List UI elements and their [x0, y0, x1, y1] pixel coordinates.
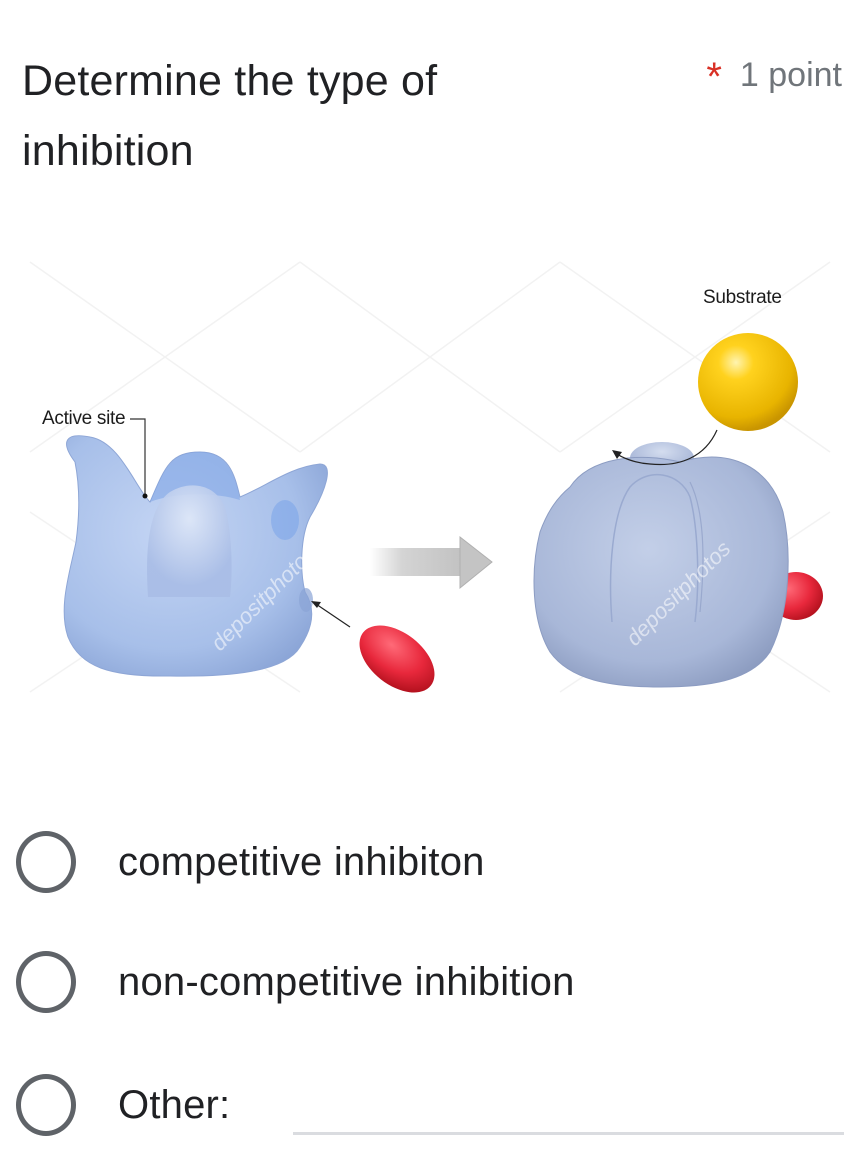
substrate-molecule	[698, 333, 798, 431]
enzyme-inhibition-diagram: depositphotos depositphotos	[29, 261, 831, 693]
inhibitor-free	[359, 625, 435, 693]
option-label: non-competitive inhibition	[118, 959, 575, 1004]
option-label: Other:	[118, 1082, 231, 1127]
points-label: 1 point	[739, 56, 842, 94]
option-non-competitive[interactable]: non-competitive inhibition	[0, 942, 844, 1022]
enzyme-closed	[533, 429, 823, 688]
option-other[interactable]: Other:	[0, 1065, 844, 1145]
other-text-input[interactable]	[293, 1095, 844, 1135]
radio-button-competitive[interactable]	[16, 831, 76, 893]
active-site-label: Active site	[42, 408, 126, 429]
transition-arrow	[370, 535, 493, 590]
option-competitive[interactable]: competitive inhibiton	[0, 822, 844, 902]
radio-button-other[interactable]	[16, 1074, 76, 1136]
inhibitor-binding-arrow	[311, 601, 351, 628]
substrate-label: Substrate	[703, 287, 782, 308]
question-image: depositphotos depositphotos Active site …	[0, 252, 844, 792]
points-info: * 1 point	[706, 50, 842, 100]
radio-button-non-competitive[interactable]	[16, 951, 76, 1013]
option-label: competitive inhibiton	[118, 839, 485, 884]
question-title: Determine the type of inhibition	[22, 57, 438, 175]
question-header: Determine the type of inhibition * 1 poi…	[22, 40, 844, 180]
enzyme-open	[63, 418, 328, 677]
required-marker: *	[706, 55, 722, 99]
